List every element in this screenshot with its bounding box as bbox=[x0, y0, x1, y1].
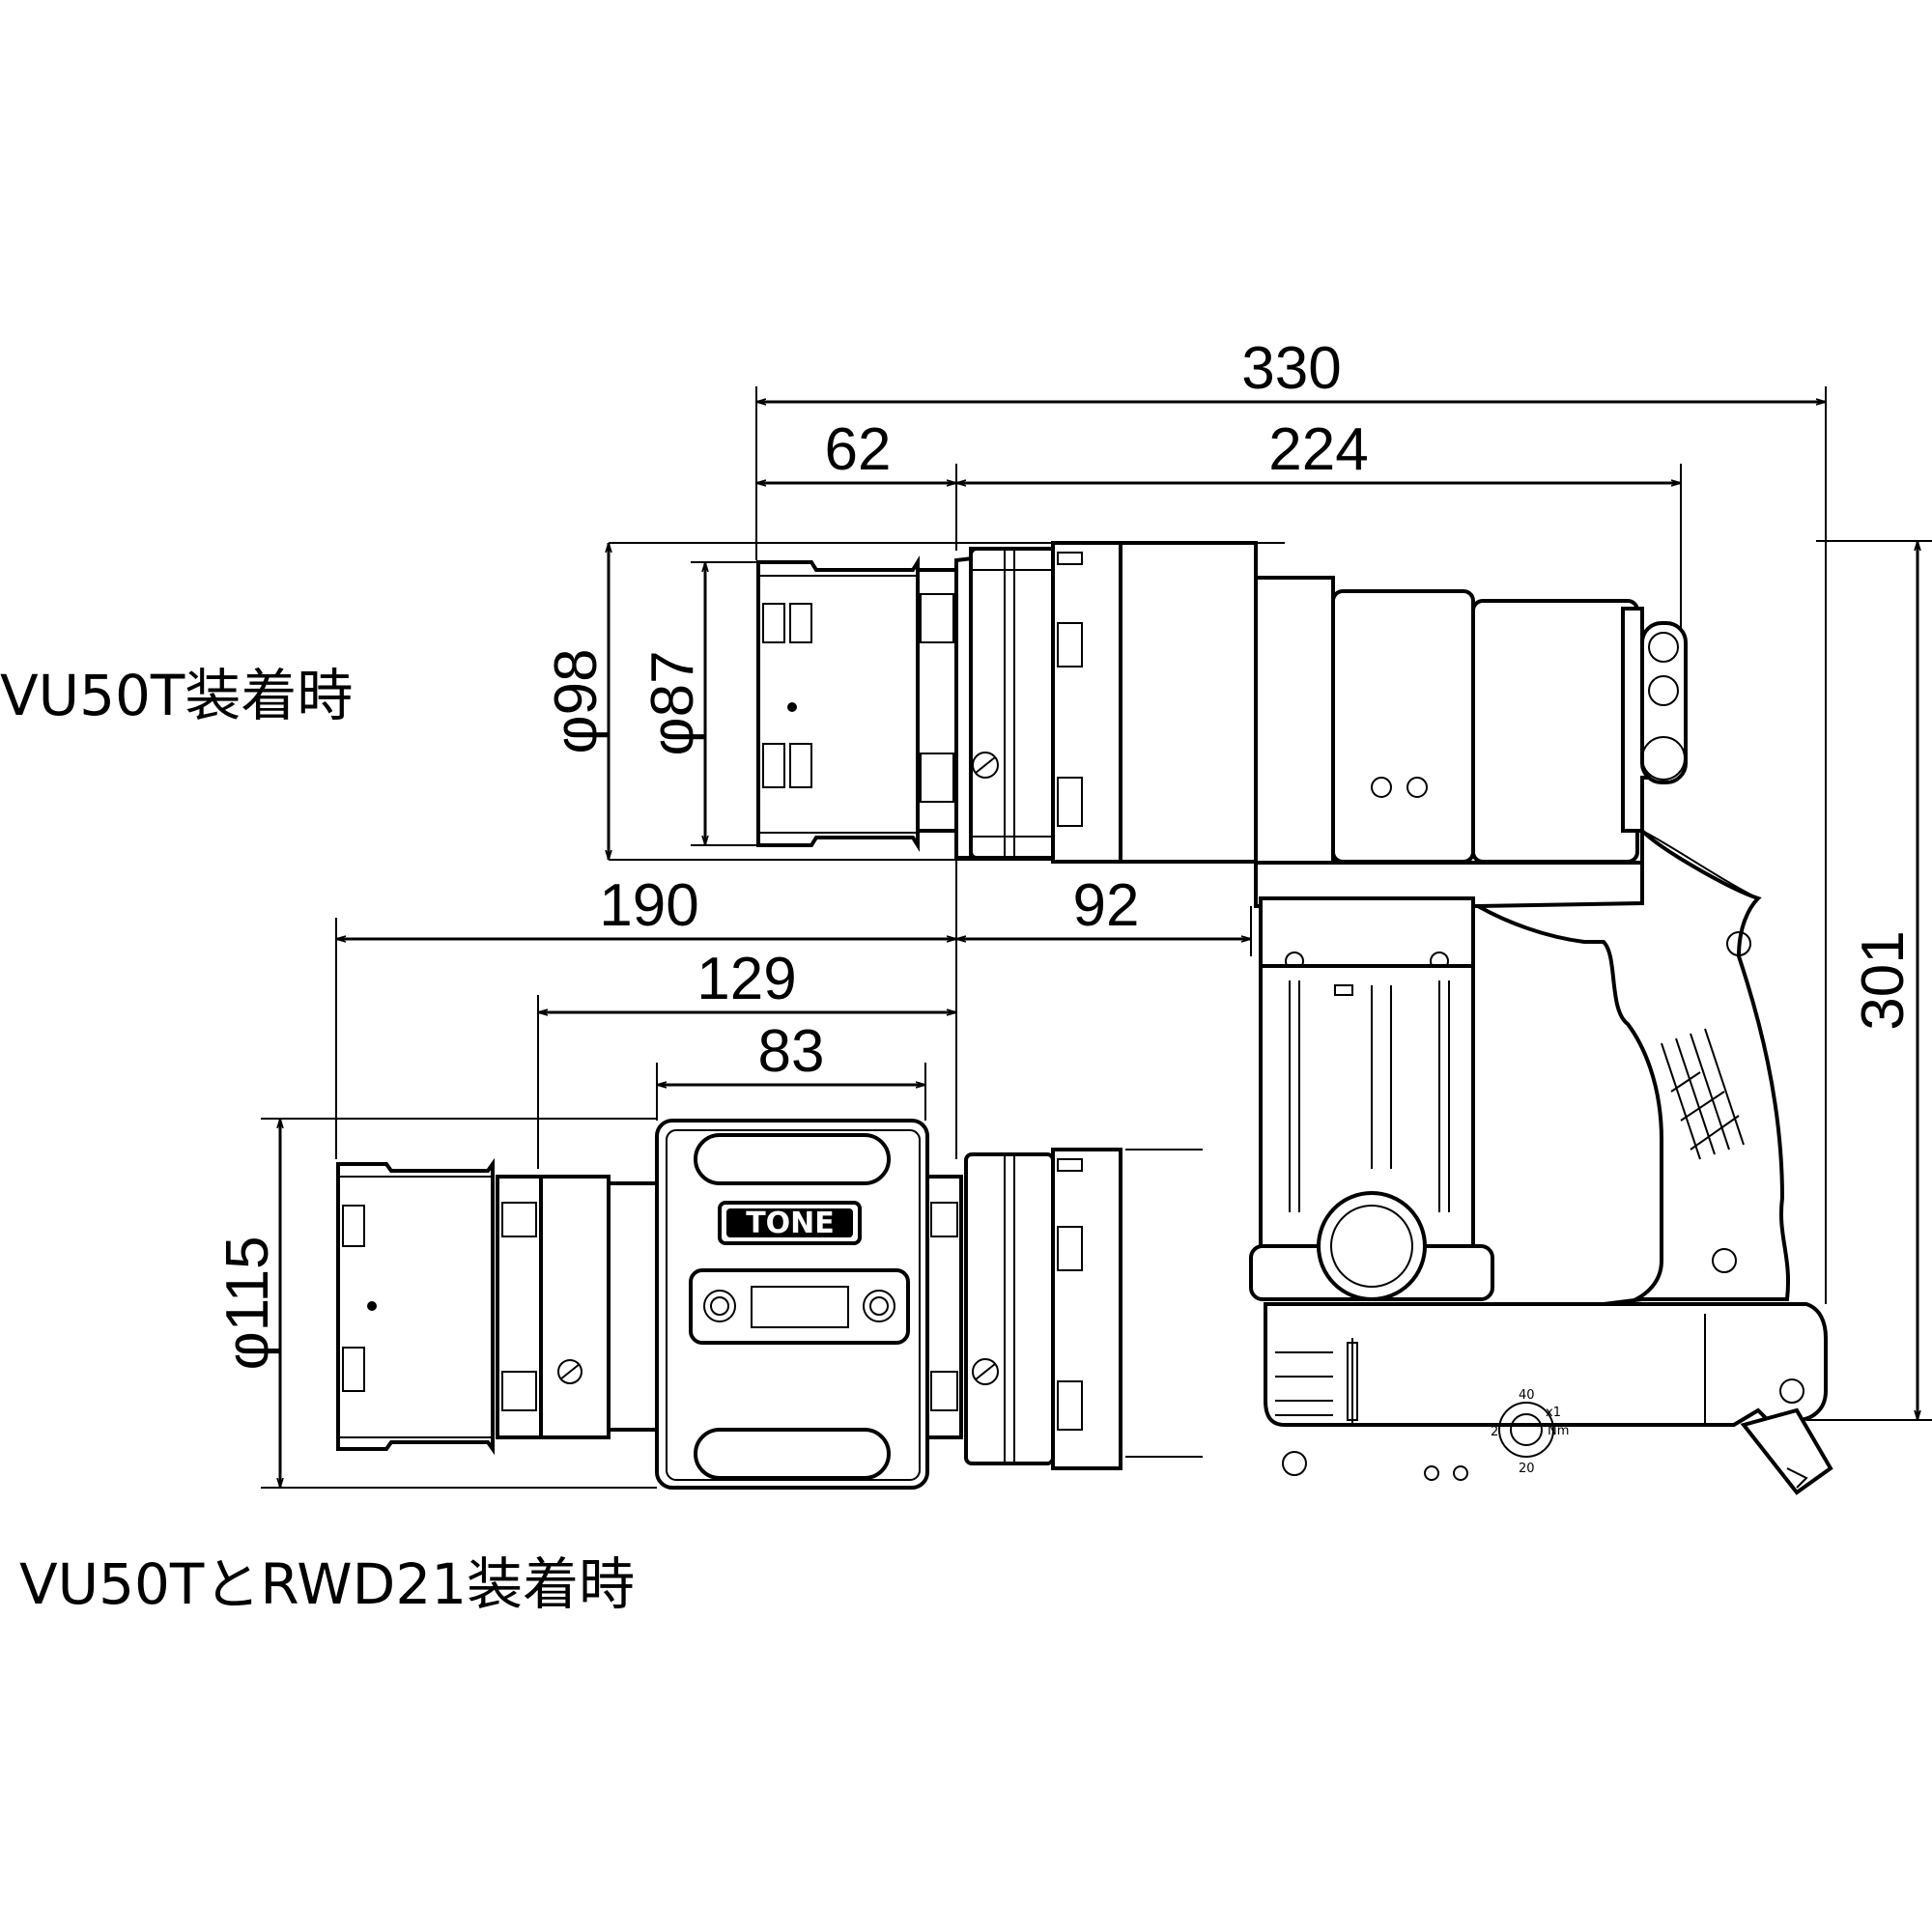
socket-vu50t-lower-right bbox=[925, 1148, 1122, 1470]
dim-224: 224 bbox=[956, 416, 1681, 483]
dim-330: 330 bbox=[756, 335, 1826, 402]
dim-62: 62 bbox=[756, 416, 956, 483]
adapter-top bbox=[954, 546, 1060, 860]
dim-301: 301 bbox=[1850, 541, 1918, 1420]
dim-224-label: 224 bbox=[1268, 416, 1368, 483]
grip-texture bbox=[1661, 1028, 1745, 1160]
dim-83: 83 bbox=[657, 1018, 925, 1085]
dial-label-2: 2 bbox=[1491, 1425, 1498, 1439]
base-unit: 40 x1 Nm 20 2 bbox=[1264, 1302, 1828, 1481]
tool-body bbox=[1249, 861, 1644, 1301]
dial-label-40: 40 bbox=[1519, 1388, 1535, 1403]
dim-phi87-label: φ87 bbox=[639, 650, 706, 755]
caption-vu50t-rwd21: VU50TとRWD21装着時 bbox=[19, 1551, 635, 1617]
socket-vu50t-lower bbox=[336, 1157, 611, 1456]
dial-label-20: 20 bbox=[1519, 1462, 1535, 1476]
tone-logo: TONE bbox=[718, 1201, 862, 1245]
dim-190-label: 190 bbox=[599, 872, 698, 939]
dial-label-nm: Nm bbox=[1548, 1424, 1569, 1438]
dial-label-x1: x1 bbox=[1546, 1406, 1561, 1420]
dim-330-label: 330 bbox=[1241, 335, 1341, 402]
dim-129-label: 129 bbox=[696, 946, 796, 1012]
rwd21-body: TONE bbox=[607, 1119, 929, 1490]
caption-vu50t: VU50T装着時 bbox=[0, 663, 353, 728]
socket-vu50t-top bbox=[756, 555, 958, 852]
dim-190: 190 bbox=[336, 872, 956, 939]
dim-92-label: 92 bbox=[1073, 872, 1140, 939]
dim-62-label: 62 bbox=[825, 416, 892, 483]
dim-129: 129 bbox=[538, 946, 956, 1012]
dim-phi87: φ87 bbox=[639, 562, 706, 845]
power-cord bbox=[1740, 1407, 1833, 1495]
dim-phi98: φ98 bbox=[543, 543, 610, 860]
dim-83-label: 83 bbox=[758, 1018, 825, 1085]
motor-housing-top bbox=[1254, 576, 1688, 865]
torque-dial: 40 x1 Nm 20 2 bbox=[1491, 1388, 1569, 1476]
dim-phi115: φ115 bbox=[214, 1119, 281, 1488]
pistol-grip bbox=[1470, 826, 1790, 1311]
dim-92: 92 bbox=[956, 872, 1251, 939]
tone-logo-text: TONE bbox=[746, 1207, 835, 1240]
dim-phi98-label: φ98 bbox=[543, 648, 610, 753]
head-collar-top bbox=[1051, 541, 1258, 864]
extension-lines bbox=[261, 386, 1932, 1489]
dim-301-label: 301 bbox=[1850, 930, 1917, 1030]
dim-phi115-label: φ115 bbox=[214, 1236, 281, 1370]
